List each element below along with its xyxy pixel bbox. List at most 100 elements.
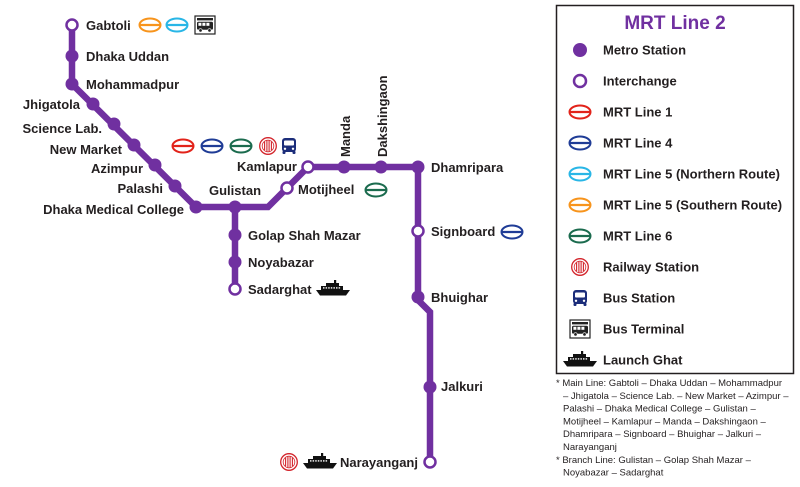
railway-station-icon [280,453,298,471]
metro-station-icon [411,160,425,174]
station-label: Noyabazar [248,255,314,270]
station-jhigatola: Jhigatola [23,97,100,112]
interchange-icon [280,181,294,195]
station-gulistan: Gulistan [209,183,261,214]
station-label: Golap Shah Mazar [248,228,361,243]
mrt-line-6-icon [568,228,592,244]
legend: MRT Line 2 Metro Station Interchange MRT… [555,4,795,375]
mrt-line-5-southern-icon [138,17,162,33]
bus-terminal-icon [194,15,216,35]
station-dakshingaon: Dakshingaon [374,75,390,174]
legend-item-bus-terminal: Bus Terminal [569,319,684,339]
mrt-line-4-icon [200,138,224,154]
legend-label: Interchange [603,74,677,89]
metro-station-icon [168,179,182,193]
metro-station-icon [423,380,437,394]
interchange-icon [423,455,437,469]
note-main-line: Palashi – Dhaka Medical College – Gulist… [563,404,756,415]
station-label: New Market [50,142,123,157]
bus-station-icon [282,138,296,154]
station-label: Jhigatola [23,97,81,112]
legend-item-mrt-line-5-southern: MRT Line 5 (Southern Route) [568,197,782,213]
station-label: Azimpur [91,161,143,176]
mrt-line-1-icon [568,104,592,120]
legend-label: Railway Station [603,260,699,275]
legend-item-mrt-line-6: MRT Line 6 [568,228,672,244]
station-azimpur: Azimpur [91,158,162,176]
mrt-line-5-northern-icon [165,17,189,33]
metro-station-icon [228,228,242,242]
station-science-lab: Science Lab. [23,117,121,136]
station-label: Dhaka Uddan [86,49,169,64]
station-palashi: Palashi [117,179,182,196]
station-golap-shah-mazar: Golap Shah Mazar [228,228,361,243]
station-dhaka-uddan: Dhaka Uddan [65,49,169,64]
station-label: Dhamripara [431,160,504,175]
note-main-line: Motijheel – Kamlapur – Manda – Dakshinga… [563,416,767,427]
legend-label: Launch Ghat [603,353,683,368]
interchange-icon [572,73,588,89]
note-main-line: Narayanganj [563,442,617,453]
station-motijheel: Motijheel [280,181,388,198]
legend-item-launch-ghat: Launch Ghat [563,351,683,368]
legend-label: MRT Line 4 [603,136,673,151]
railway-station-icon [259,137,277,155]
station-narayanganj: Narayanganj [280,453,437,471]
legend-label: MRT Line 6 [603,229,672,244]
metro-station-icon [228,200,242,214]
station-label: Gulistan [209,183,261,198]
metro-station-icon [189,200,203,214]
metro-station-icon [107,117,121,131]
station-sadarghat: Sadarghat [228,280,350,297]
note-main-line: * Main Line: Gabtoli – Dhaka Uddan – Moh… [556,378,782,389]
legend-item-railway-station: Railway Station [571,258,699,276]
station-label: Manda [338,115,353,157]
station-label: Jalkuri [441,379,483,394]
mrt-line-4-icon [500,224,524,240]
legend-label: MRT Line 5 (Southern Route) [603,198,782,213]
legend-label: Bus Station [603,291,675,306]
metro-station-icon [374,160,388,174]
bus-terminal-icon [569,319,591,339]
interchange-icon [301,160,315,174]
station-label: Dhaka Medical College [43,202,184,217]
mrt-line-5-southern-icon [568,197,592,213]
station-dhaka-medical-college: Dhaka Medical College [43,200,203,217]
metro-station-icon [65,49,79,63]
station-noyabazar: Noyabazar [228,255,314,270]
metro-station-icon [573,43,587,57]
legend-label: MRT Line 5 (Northern Route) [603,167,780,182]
note-main-line: – Jhigatola – Science Lab. – New Market … [563,391,789,402]
bus-station-icon [573,290,587,306]
legend-item-metro-station: Metro Station [573,43,686,58]
station-label: Motijheel [298,182,354,197]
station-bhuighar: Bhuighar [411,290,488,305]
legend-label: Bus Terminal [603,322,684,337]
mrt-line-5-northern-icon [568,166,592,182]
legend-item-mrt-line-5-northern: MRT Line 5 (Northern Route) [568,166,780,182]
metro-station-icon [86,97,100,111]
station-label: Kamlapur [237,159,297,174]
station-label: Signboard [431,224,495,239]
mrt-line-6-icon [229,138,253,154]
legend-item-mrt-line-1: MRT Line 1 [568,104,672,120]
station-mohammadpur: Mohammadpur [65,77,179,92]
legend-label: Metro Station [603,43,686,58]
station-label: Mohammadpur [86,77,179,92]
note-branch-line: * Branch Line: Gulistan – Golap Shah Maz… [556,455,752,466]
metro-station-icon [228,255,242,269]
station-label: Dakshingaon [375,75,390,157]
interchange-icon [65,18,79,32]
metro-station-icon [65,77,79,91]
legend-item-bus-station: Bus Station [573,290,675,306]
mrt-line-1-icon [171,138,195,154]
note-main-line: Dhamripara – Signboard – Bhuighar – Jalk… [563,429,762,440]
station-jalkuri: Jalkuri [423,379,483,394]
station-label: Palashi [117,181,163,196]
station-signboard: Signboard [411,224,524,240]
station-label: Sadarghat [248,282,312,297]
interchange-icon [228,282,242,296]
route-notes: * Main Line: Gabtoli – Dhaka Uddan – Moh… [556,378,789,479]
mrt-line-4-icon [568,135,592,151]
